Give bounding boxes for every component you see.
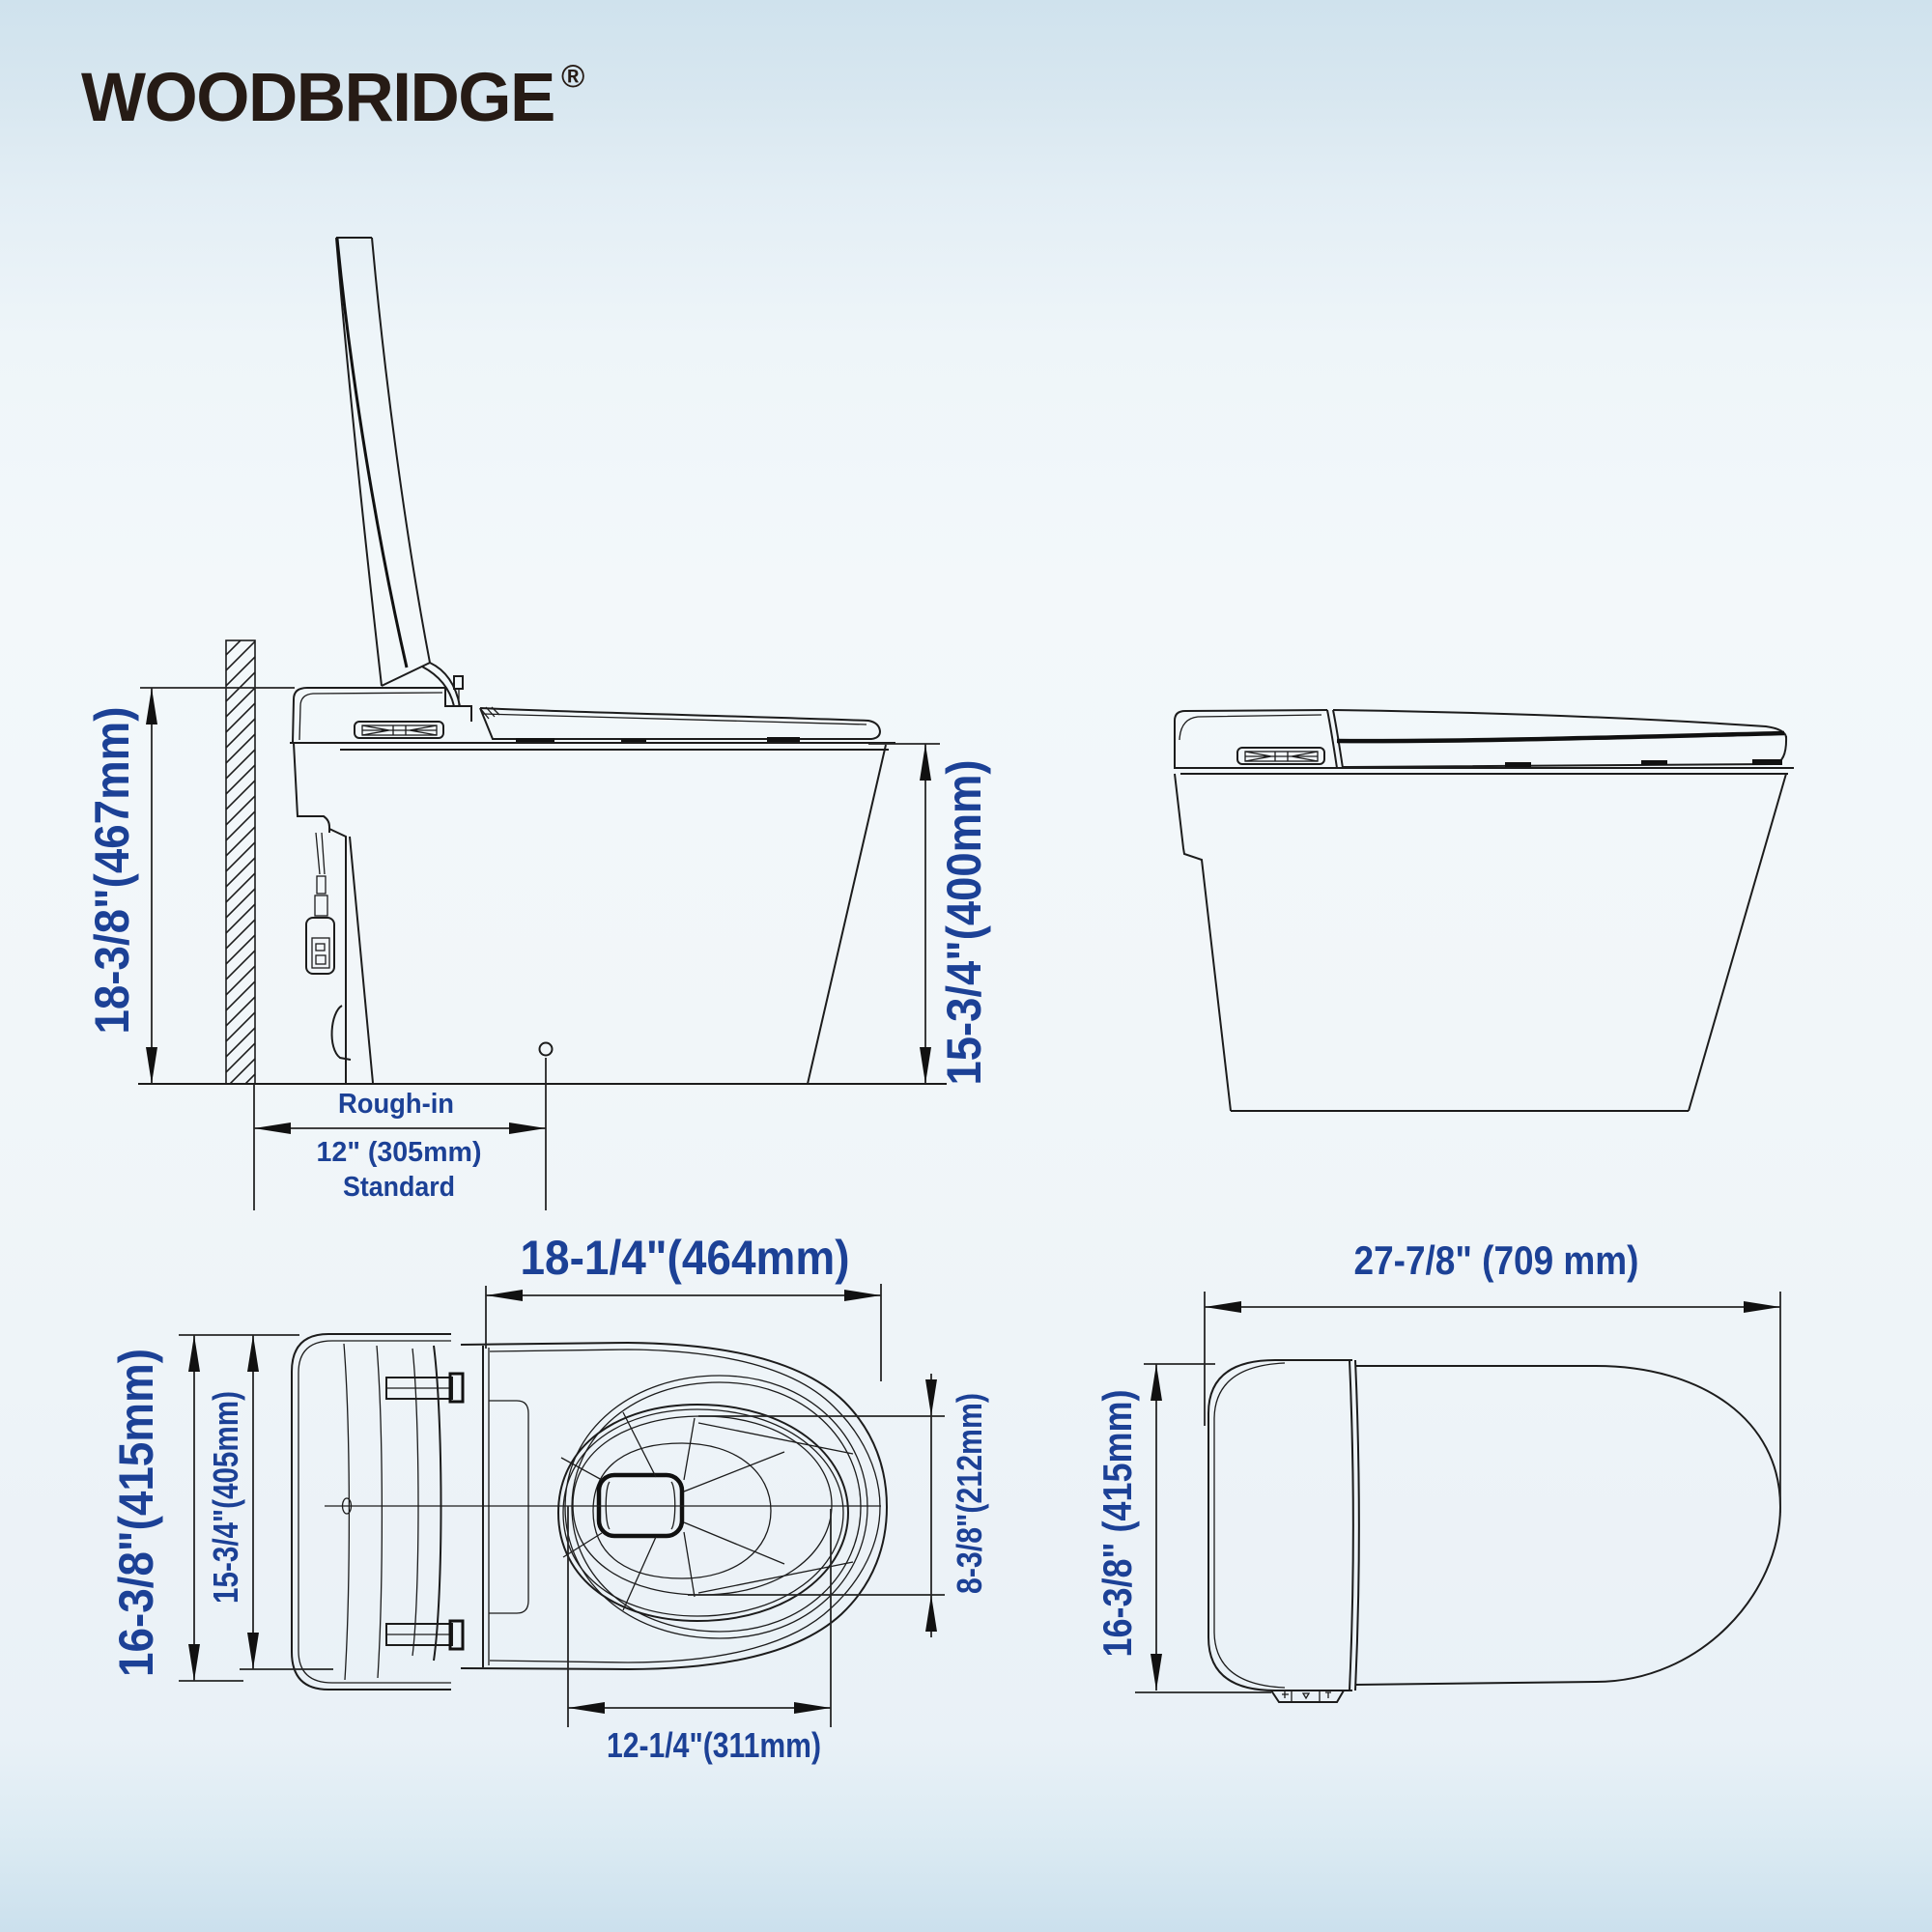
svg-text:18-1/4"(464mm): 18-1/4"(464mm) [521,1231,850,1285]
svg-text:Standard: Standard [343,1172,455,1203]
svg-text:16-3/8" (415mm): 16-3/8" (415mm) [1094,1390,1140,1658]
svg-text:®: ® [561,58,584,94]
svg-text:12" (305mm): 12" (305mm) [317,1137,482,1168]
svg-text:16-3/8"(415mm): 16-3/8"(415mm) [109,1349,163,1677]
svg-text:Rough-in: Rough-in [338,1089,454,1120]
svg-text:27-7/8" (709 mm): 27-7/8" (709 mm) [1354,1237,1639,1283]
svg-text:12-1/4"(311mm): 12-1/4"(311mm) [607,1725,821,1765]
svg-text:15-3/4"(405mm): 15-3/4"(405mm) [206,1391,245,1604]
svg-text:18-3/8"(467mm): 18-3/8"(467mm) [85,707,139,1035]
svg-text:8-3/8"(212mm): 8-3/8"(212mm) [950,1393,989,1594]
svg-text:15-3/4"(400mm): 15-3/4"(400mm) [937,760,991,1086]
svg-text:WOODBRIDGE: WOODBRIDGE [81,60,554,136]
